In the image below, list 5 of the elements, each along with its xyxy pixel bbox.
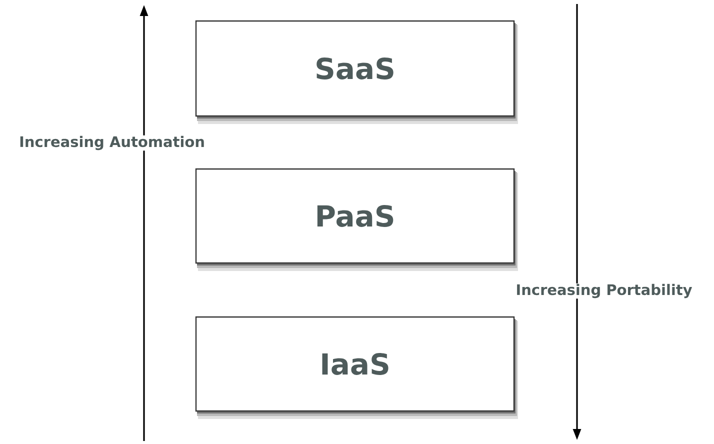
process-box: SaaS <box>195 20 518 124</box>
process-box: IaaS <box>195 316 518 419</box>
axis-label: Increasing Automation <box>18 135 206 151</box>
axis-label: Increasing Portability <box>514 283 694 299</box>
process-box: PaaS <box>195 168 518 271</box>
